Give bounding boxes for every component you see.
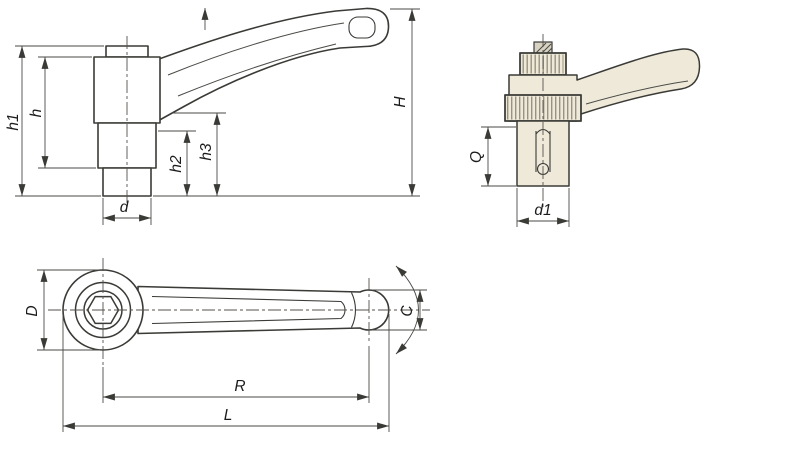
dim-label-Q: Q	[468, 151, 485, 163]
dim-h3: h3	[172, 112, 226, 196]
lever-tip-hole	[348, 16, 376, 39]
dim-label-D: D	[24, 305, 41, 316]
dim-label-h: h	[28, 109, 45, 118]
front-handle-ridge	[585, 80, 689, 105]
dim-h2: h2	[158, 130, 196, 196]
view-side: h1 h h2 h3 d	[5, 7, 420, 225]
dim-C: C	[372, 289, 427, 331]
dim-label-R: R	[234, 378, 245, 395]
dim-label-H: H	[392, 96, 409, 108]
dim-L: L	[62, 314, 390, 432]
dim-label-h1: h1	[5, 113, 22, 130]
dim-label-L: L	[224, 407, 233, 424]
arm-ridge-upper	[167, 22, 345, 76]
dim-label-h3: h3	[198, 143, 215, 161]
dim-label-h2: h2	[168, 155, 185, 173]
dim-d: d	[102, 198, 152, 225]
dim-label-d1: d1	[534, 202, 551, 219]
dim-D: D	[24, 269, 100, 351]
tip-seam	[351, 292, 356, 328]
dim-label-d: d	[120, 199, 130, 216]
view-top: D C R L	[24, 258, 430, 432]
dim-h: h	[28, 56, 96, 169]
view-front: Q d1	[468, 34, 701, 227]
dim-d1: d1	[516, 188, 570, 227]
lever-arm-outline	[148, 7, 390, 123]
dim-R: R	[102, 346, 370, 403]
dim-H: H	[390, 8, 420, 196]
dim-label-C: C	[399, 305, 416, 317]
arm-ridge-lower	[177, 43, 337, 97]
dim-Q: Q	[468, 126, 516, 187]
dim-h1: h1	[5, 45, 104, 197]
